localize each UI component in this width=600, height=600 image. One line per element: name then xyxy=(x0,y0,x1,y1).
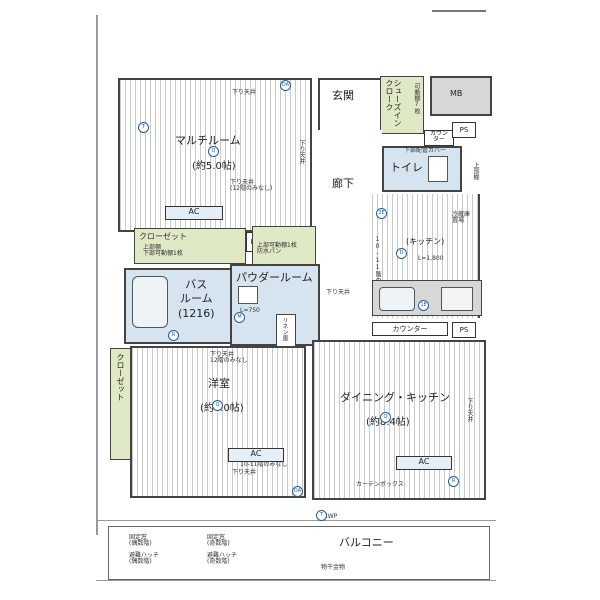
mb-room: MB xyxy=(430,76,492,116)
counter-box-1: カウン ター xyxy=(424,130,454,146)
western-room: 洋室 (約4.0帖) 下り天井 12階のみなし 10-11階のみなし 下り天井 xyxy=(130,346,306,498)
hallway-name: 廊下 xyxy=(332,177,354,190)
ps-box-2: PS xyxy=(452,122,476,138)
ps-box-3: PS xyxy=(452,322,476,338)
dining-kitchen: ダイニング・キッチン (約8.4帖) 下り天井 カーテンボックス xyxy=(312,340,486,500)
drop-ceiling-label-1: 下り天井 xyxy=(232,89,257,96)
toilet-fixture xyxy=(428,156,448,182)
outer-frame-left xyxy=(96,15,98,535)
toilet-name: トイレ xyxy=(390,161,423,174)
marker-q-1: Q xyxy=(208,146,219,157)
closet-shelf-label: 上部棚 下部可動棚1枚 xyxy=(143,244,183,257)
ac-label-3: AC xyxy=(418,457,430,466)
linen-label: リネン庫 xyxy=(281,317,288,341)
drop-ceiling-label-4: 下り天井 xyxy=(466,398,473,422)
ac-label-2: AC xyxy=(250,449,262,458)
counter-label-1: カウン ター xyxy=(429,130,448,143)
toilet-room: トイレ 下部配管カバー xyxy=(382,146,462,192)
marker-t-1: T xyxy=(138,122,149,133)
dining-kitchen-size: (約8.4帖) xyxy=(366,417,410,428)
balcony: バルコニー 物干金物 固定窓 (偶数階) 避難ハッチ (偶数階) 固定窓 (奇数… xyxy=(108,526,490,580)
marker-q-3: Q xyxy=(380,412,391,423)
counter-label-2: カウンター xyxy=(392,325,428,333)
marker-d-1: D xyxy=(396,248,407,259)
hatch-label-1: 避難ハッチ (偶数階) xyxy=(129,552,160,565)
laundry-pan: 上部可動棚1枚 防水パン xyxy=(252,226,316,268)
shoes-in-closet-name: シューズイン クローク xyxy=(385,79,402,127)
drop-ceiling-label-3: 下り天井 xyxy=(232,469,257,476)
l750-label: L=750 xyxy=(240,307,260,314)
counter-box-2: カウンター xyxy=(372,322,448,336)
balcony-name: バルコニー xyxy=(339,536,394,549)
entrance-area: 玄関 xyxy=(318,78,382,130)
drop-ceiling-label-5: 下り天井 xyxy=(326,289,351,296)
powder-room: パウダールーム L=750 xyxy=(230,264,320,346)
floors-10-11-label: 10-11階のみなし xyxy=(240,461,288,468)
bathtub xyxy=(132,276,168,328)
marker-da-1: DA xyxy=(280,80,291,91)
closet-multi: クローゼット 上部棚 下部可動棚1枚 xyxy=(134,228,246,264)
bath-room: バス ルーム (1216) xyxy=(124,268,234,344)
entrance-name: 玄関 xyxy=(332,89,354,102)
curtain-box-label: カーテンボックス xyxy=(356,481,404,488)
fridge-label: 冷蔵庫 置場 xyxy=(452,211,471,224)
ac-unit-3: AC xyxy=(396,456,452,470)
lower-pipe-label: 下部配管カバー xyxy=(404,147,447,154)
powder-room-name: パウダールーム xyxy=(236,271,313,284)
hatch-label-2: 避難ハッチ (奇数階) xyxy=(207,552,238,565)
marker-q-2: Q xyxy=(212,400,223,411)
drop-ceiling-label-2: 下り天井 xyxy=(298,140,305,164)
marker-2e-1: 2E xyxy=(376,208,387,219)
marker-da-2: DA xyxy=(292,486,303,497)
marker-m-1: M xyxy=(234,312,245,323)
multi-room-name: マルチルーム xyxy=(175,134,241,147)
mb-label: MB xyxy=(450,89,463,98)
ps-label-2: PS xyxy=(459,126,469,134)
outer-frame-bottom-2 xyxy=(96,580,496,581)
kitchen-counter-unit xyxy=(372,280,482,316)
marker-r-2: R xyxy=(168,330,179,341)
movable-shelf-label: 可動棚7枚 xyxy=(413,83,420,114)
multi-room-size: (約5.0帖) xyxy=(192,161,236,172)
linen-storage: リネン庫 xyxy=(276,314,296,348)
kitchen-sink xyxy=(379,287,415,311)
ac-unit-2: AC xyxy=(228,448,284,462)
western-room-name: 洋室 xyxy=(208,377,230,390)
ps-label-3: PS xyxy=(459,326,469,334)
closet-western: クローゼット xyxy=(110,348,132,460)
ewp-label: EWP xyxy=(324,513,338,520)
ac-unit-1: AC xyxy=(165,206,223,220)
kitchen-length-label: L=1,800 xyxy=(418,255,444,262)
door-arc-top xyxy=(432,10,486,12)
marker-t-2: T xyxy=(316,510,327,521)
shoes-in-closet: シューズイン クローク 可動棚7枚 xyxy=(380,76,424,134)
dining-kitchen-name: ダイニング・キッチン xyxy=(340,391,450,404)
upper-shelf-label: 上部棚 xyxy=(472,162,479,180)
kitchen-name: (キッチン) xyxy=(406,237,445,246)
closet-western-name: クローゼット xyxy=(116,353,125,401)
marker-r-1: R xyxy=(448,476,459,487)
drop-ceiling-12f-label: 下り天井 (12階のみなし) xyxy=(230,179,273,192)
stove xyxy=(441,287,473,311)
closet-multi-name: クローゼット xyxy=(139,232,187,241)
bath-name: バス ルーム (1216) xyxy=(178,278,215,320)
floors-10-11-v-label: 10-11階のみ xyxy=(374,236,381,289)
outer-frame-bottom xyxy=(96,520,496,521)
fixed-window-label-1: 固定窓 (偶数階) xyxy=(129,534,152,547)
laundry-pole-label: 物干金物 xyxy=(321,564,346,571)
marker-1e-1: 1E xyxy=(418,300,429,311)
washbasin xyxy=(238,286,258,304)
drop-ceiling-12f-b-label: 下り天井 12階のみなし xyxy=(210,351,248,364)
laundry-shelf-label: 上部可動棚1枚 防水パン xyxy=(257,242,297,255)
ac-label-1: AC xyxy=(188,207,200,216)
fixed-window-label-2: 固定窓 (奇数階) xyxy=(207,534,230,547)
hallway: 廊下 xyxy=(316,130,382,230)
